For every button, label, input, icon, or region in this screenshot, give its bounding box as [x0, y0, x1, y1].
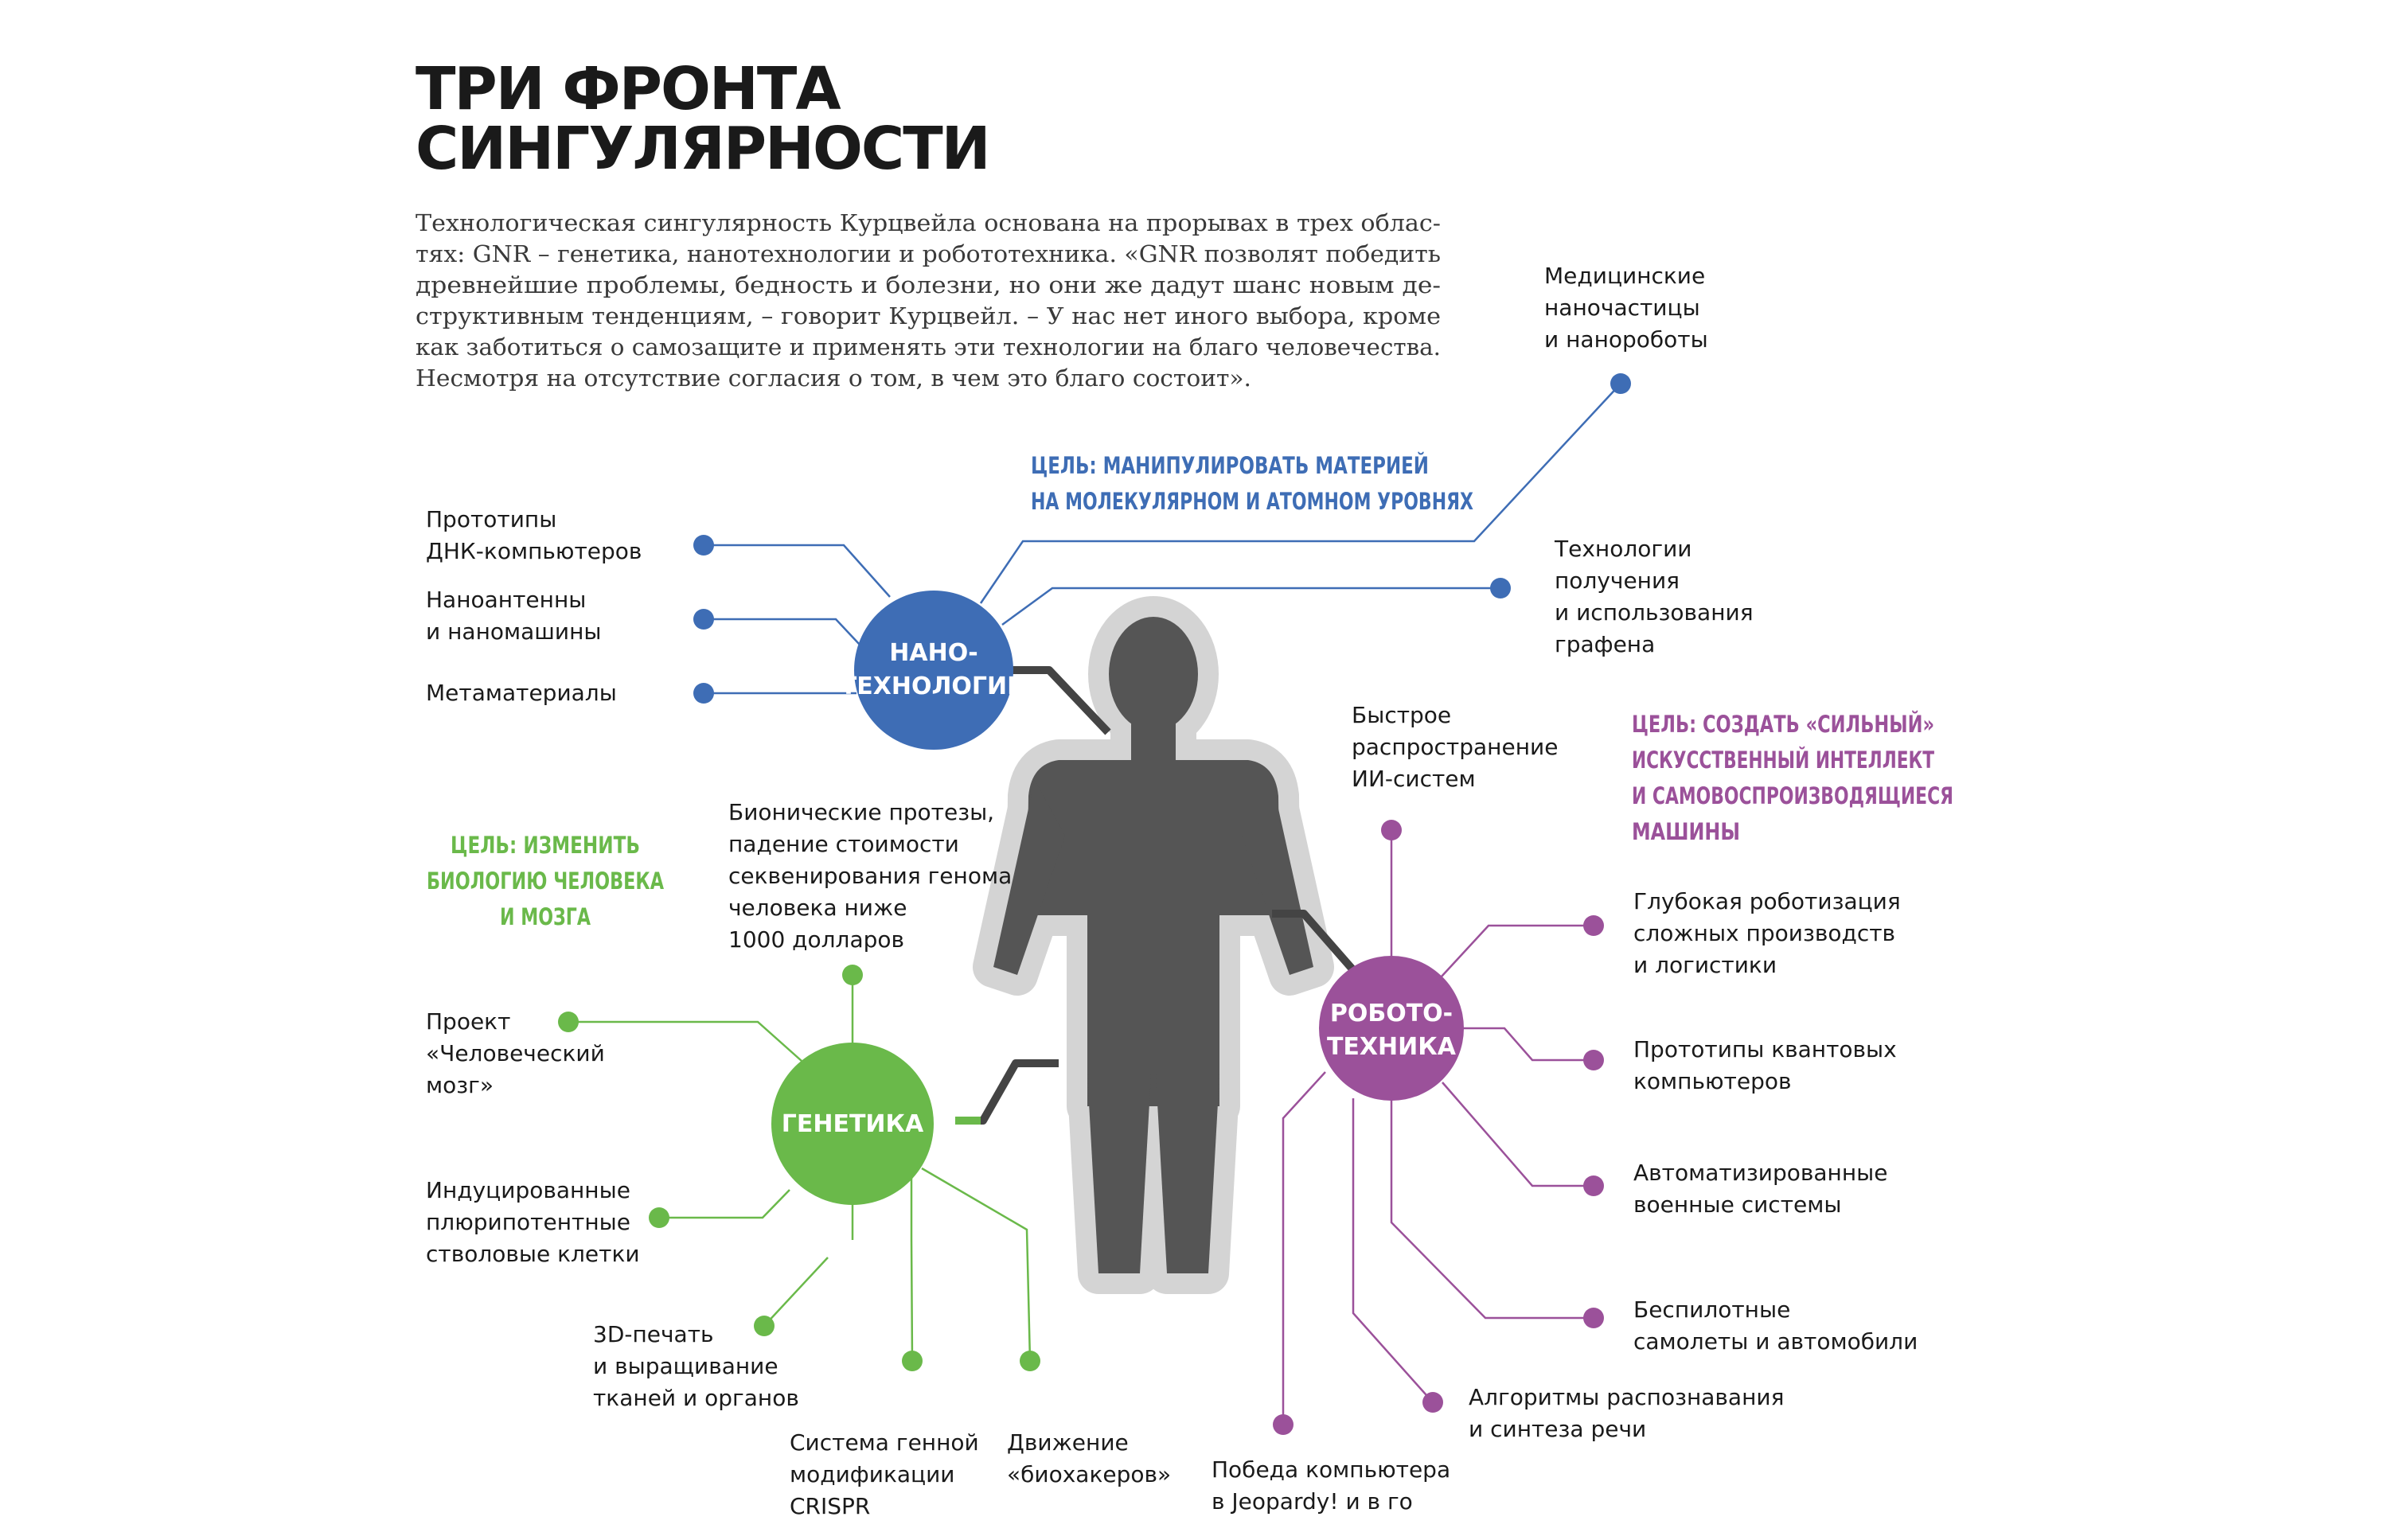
robotics-label-speech-recognition: Алгоритмы распознавания и синтеза речи — [1469, 1384, 1791, 1442]
nano-node-dot — [693, 609, 714, 630]
robotics-label-deep-robotization: Глубокая роботизация сложных производств… — [1633, 888, 1908, 978]
goal-robotics: ЦЕЛЬ: СОЗДАТЬ «СИЛЬНЫЙ» ИСКУССТВЕННЫЙ ИН… — [1632, 711, 1953, 845]
goal-robotics-line-4: МАШИНЫ — [1632, 818, 1740, 845]
robotics-dots — [1273, 820, 1604, 1435]
goal-nano-line-1: ЦЕЛЬ: МАНИПУЛИРОВАТЬ МАТЕРИЕЙ — [1031, 452, 1429, 479]
hub-robotics-circle — [1319, 956, 1464, 1101]
intro-line-4: структивным тенденциям, – говорит Курцве… — [416, 302, 1441, 329]
genetics-labels: Бионические протезы, падение стоимости с… — [426, 799, 1171, 1519]
intro-line-6: Несмотря на отсутствие согласия о том, в… — [416, 365, 1251, 392]
robotics-node-dot — [1583, 915, 1604, 936]
hub-genetics: ГЕНЕТИКА — [771, 1043, 934, 1205]
connector-robotics — [1272, 910, 1363, 981]
genetics-label-biohackers: Движение «биохакеров» — [1007, 1429, 1171, 1487]
silhouette-figure — [993, 617, 1313, 1273]
nano-node-dot — [693, 683, 714, 704]
genetics-label-bionic-prostheses: Бионические протезы, падение стоимости с… — [728, 799, 1019, 953]
nano-node-dot — [1610, 373, 1631, 394]
hub-robotics: РОБОТО- ТЕХНИКА — [1319, 956, 1464, 1101]
genetics-node-dot — [754, 1316, 775, 1336]
connector-genetics — [955, 1059, 1059, 1125]
goal-genetics-line-3: И МОЗГА — [500, 903, 591, 930]
robotics-node-dot — [1583, 1308, 1604, 1328]
goal-nano: ЦЕЛЬ: МАНИПУЛИРОВАТЬ МАТЕРИЕЙ НА МОЛЕКУЛ… — [1031, 452, 1473, 515]
robotics-node-dot — [1583, 1175, 1604, 1196]
genetics-node-dot — [649, 1207, 669, 1228]
robotics-node-dot — [1422, 1392, 1443, 1413]
intro-line-5: как заботиться о самозащите и применять … — [416, 333, 1441, 361]
page-title: ТРИ ФРОНТА СИНГУЛЯРНОСТИ — [416, 55, 991, 183]
genetics-node-dot — [902, 1351, 923, 1371]
nano-label-nanoantennas: Наноантенны и наномашины — [426, 587, 602, 645]
robotics-labels: Быстрое распространение ИИ-систем Глубок… — [1212, 702, 1918, 1515]
robotics-label-quantum-computers: Прототипы квантовых компьютеров — [1633, 1036, 1904, 1094]
genetics-node-dot — [1020, 1351, 1040, 1371]
genetics-node-dot — [842, 965, 863, 985]
hub-nano-line-1: НАНО- — [889, 639, 977, 667]
intro-line-2: тях: GNR – генетика, нанотехнологии и ро… — [416, 240, 1441, 267]
hub-genetics-line-1: ГЕНЕТИКА — [782, 1110, 924, 1138]
hub-nano-line-2: ТЕХНОЛОГИИ — [841, 673, 1027, 700]
nano-label-metamaterials: Метаматериалы — [426, 680, 617, 706]
genetics-node-dot — [558, 1012, 579, 1032]
nano-label-dna-computers: Прототипы ДНК-компьютеров — [426, 506, 642, 564]
robotics-label-drones: Беспилотные самолеты и автомобили — [1633, 1296, 1918, 1355]
goal-genetics-line-1: ЦЕЛЬ: ИЗМЕНИТЬ — [451, 832, 640, 859]
goal-genetics-line-2: БИОЛОГИЮ ЧЕЛОВЕКА — [427, 867, 664, 895]
goal-robotics-line-3: И САМОВОСПРОИЗВОДЯЩИЕСЯ — [1632, 782, 1953, 809]
title-line-1: ТРИ ФРОНТА — [416, 55, 841, 123]
robotics-label-ai-spread: Быстрое распространение ИИ-систем — [1352, 702, 1565, 792]
nano-branches — [704, 383, 1621, 695]
genetics-label-3d-printing: 3D-печать и выращивание тканей и органов — [593, 1321, 799, 1411]
intro-paragraph: Технологическая сингулярность Курцвейла … — [416, 209, 1441, 392]
nano-label-graphene: Технологии получения и использования гра… — [1554, 536, 1760, 657]
robotics-node-dot — [1583, 1050, 1604, 1070]
nano-node-dot — [693, 535, 714, 556]
hub-robotics-line-1: РОБОТО- — [1330, 1000, 1453, 1027]
robotics-node-dot — [1273, 1414, 1294, 1435]
title-line-2: СИНГУЛЯРНОСТИ — [416, 115, 989, 183]
genetics-dots — [558, 965, 1040, 1371]
nano-node-dot — [1490, 578, 1511, 598]
goal-robotics-line-1: ЦЕЛЬ: СОЗДАТЬ «СИЛЬНЫЙ» — [1632, 711, 1934, 738]
robotics-branches — [1282, 830, 1594, 1425]
nano-labels: Прототипы ДНК-компьютеров Наноантенны и … — [426, 263, 1760, 706]
human-silhouette — [973, 596, 1334, 1294]
genetics-label-human-brain-project: Проект «Человеческий мозг» — [426, 1008, 612, 1098]
hub-robotics-line-2: ТЕХНИКА — [1327, 1033, 1457, 1061]
robotics-node-dot — [1381, 820, 1402, 840]
nano-label-medical-nanoparticles: Медицинские наночастицы и нанороботы — [1544, 263, 1712, 353]
genetics-label-crispr: Система генной модификации CRISPR — [790, 1429, 986, 1519]
goal-robotics-line-2: ИСКУССТВЕННЫЙ ИНТЕЛЛЕКТ — [1632, 747, 1934, 774]
genetics-label-stem-cells: Индуцированные плюрипотентные стволовые … — [426, 1177, 640, 1267]
goal-genetics: ЦЕЛЬ: ИЗМЕНИТЬ БИОЛОГИЮ ЧЕЛОВЕКА И МОЗГА — [427, 832, 664, 930]
hub-nano-circle — [854, 591, 1013, 750]
intro-line-1: Технологическая сингулярность Курцвейла … — [416, 209, 1441, 236]
hub-genetics-circle — [771, 1043, 934, 1205]
robotics-label-military-systems: Автоматизированные военные системы — [1633, 1160, 1894, 1218]
robotics-label-jeopardy-go: Победа компьютера в Jeopardy! и в го — [1212, 1456, 1457, 1515]
intro-line-3: древнейшие проблемы, бедность и болезни,… — [416, 271, 1441, 298]
genetics-branches — [568, 975, 1032, 1362]
nano-dots — [693, 373, 1631, 704]
hub-nano: НАНО- ТЕХНОЛОГИИ — [841, 591, 1027, 750]
goal-nano-line-2: НА МОЛЕКУЛЯРНОМ И АТОМНОМ УРОВНЯХ — [1031, 488, 1473, 515]
